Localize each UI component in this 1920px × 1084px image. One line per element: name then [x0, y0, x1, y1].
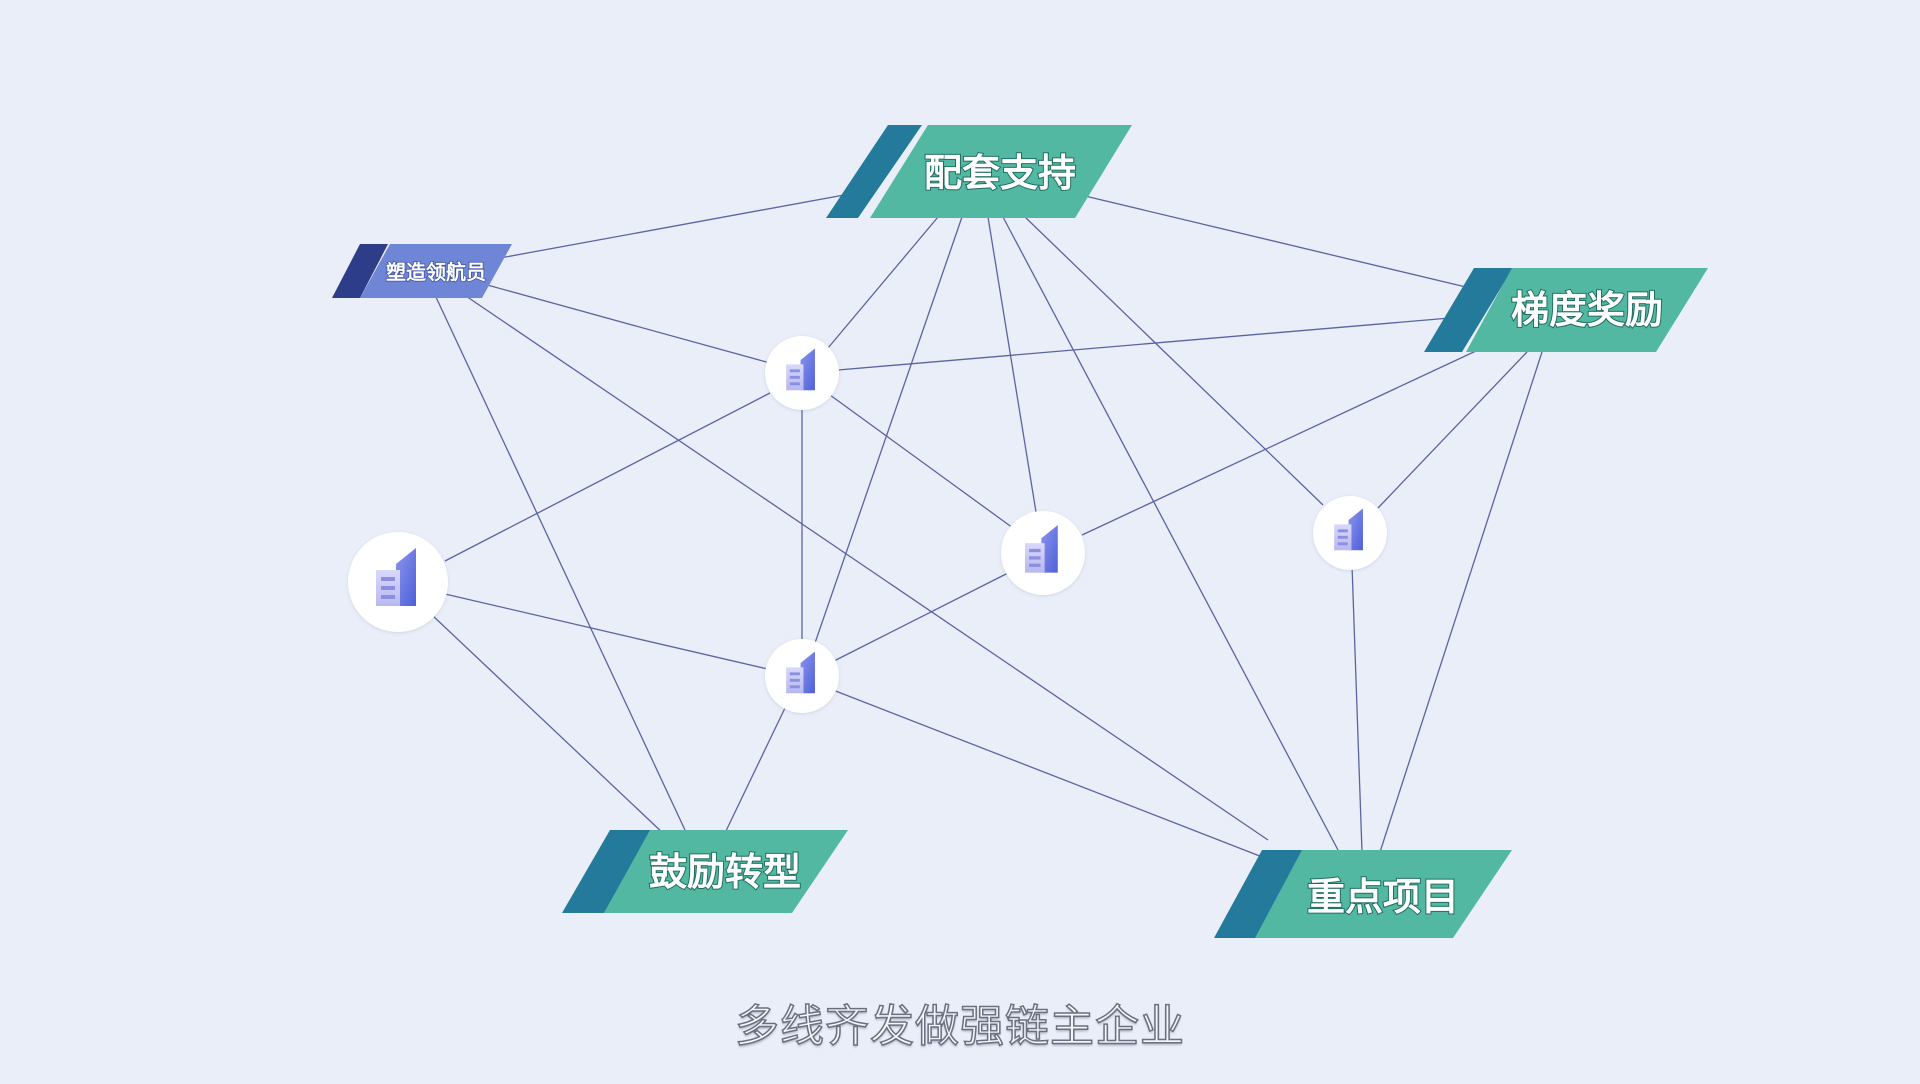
edge	[1024, 216, 1324, 506]
label-suzao-text: 塑造领航员	[386, 260, 486, 284]
building-icon	[348, 532, 448, 632]
edge	[1081, 349, 1479, 536]
edge	[1379, 351, 1543, 853]
label-zhongdian: 重点项目	[1214, 850, 1512, 938]
edge	[829, 394, 1014, 529]
edge	[459, 291, 1269, 841]
label-peitao: 配套支持	[826, 125, 1132, 218]
edge	[444, 593, 773, 671]
edge	[431, 614, 666, 836]
edge	[987, 216, 1037, 513]
edge	[1351, 564, 1363, 853]
edge	[814, 216, 963, 644]
edge	[1084, 195, 1471, 289]
edge	[827, 216, 939, 349]
building-icon	[1001, 511, 1085, 595]
edge	[832, 689, 1271, 861]
edge	[1002, 216, 1339, 851]
edges	[431, 192, 1543, 861]
edge	[499, 192, 856, 259]
label-suzao: 塑造领航员	[332, 244, 512, 298]
building-icon	[765, 336, 839, 410]
label-zhongdian-text: 重点项目	[1307, 875, 1459, 919]
building-icon	[1313, 496, 1387, 570]
label-peitao-text: 配套支持	[924, 151, 1076, 195]
edge	[479, 282, 771, 364]
label-guli: 鼓励转型	[562, 830, 848, 913]
label-guli-text: 鼓励转型	[649, 850, 801, 894]
edge	[724, 707, 786, 834]
company-nodes	[348, 336, 1387, 713]
edge	[1377, 351, 1528, 509]
label-tidu-text: 梯度奖励	[1511, 288, 1663, 332]
edge	[434, 294, 686, 831]
edge	[444, 392, 771, 562]
caption-subtitle: 多线齐发做强链主企业	[734, 1000, 1185, 1053]
building-icon	[765, 639, 839, 713]
label-tidu: 梯度奖励	[1424, 268, 1708, 352]
edge	[831, 571, 1011, 663]
edge	[837, 317, 1451, 371]
